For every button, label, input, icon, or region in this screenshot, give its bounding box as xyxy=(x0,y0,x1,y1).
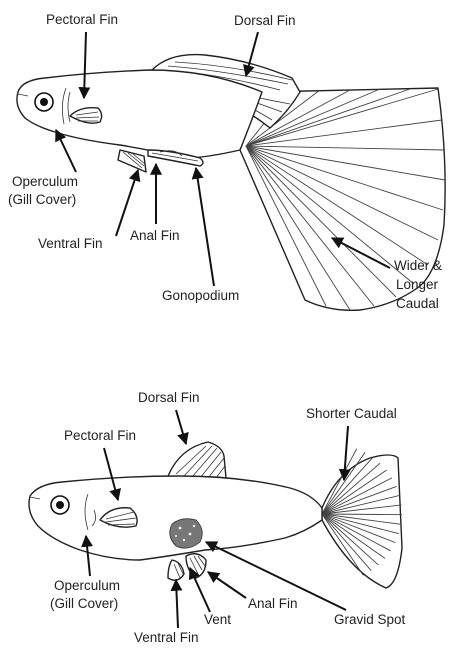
male-label-gonopodium: Gonopodium xyxy=(162,288,239,303)
female-label-gravid-spot: Gravid Spot xyxy=(334,612,406,627)
male-label-operculum: Operculum xyxy=(12,174,78,189)
female-label-dorsal-fin: Dorsal Fin xyxy=(138,390,200,405)
male-label-dorsal-fin: Dorsal Fin xyxy=(234,13,296,28)
female-arrow-dorsal-fin xyxy=(176,410,186,444)
female-label-vent: Vent xyxy=(204,612,231,627)
female-body xyxy=(29,476,322,560)
female-label-pectoral-fin: Pectoral Fin xyxy=(64,428,136,443)
male-arrow-gonopodium xyxy=(196,168,214,286)
female-eye xyxy=(51,496,69,514)
female-label-operculum-sub: (Gill Cover) xyxy=(50,596,118,611)
female-ventral-fin xyxy=(168,560,184,580)
male-guppy: Pectoral Fin Dorsal Fin Operculum (Gill … xyxy=(8,12,445,311)
female-gravid-spot xyxy=(170,519,203,549)
male-label-ventral-fin: Ventral Fin xyxy=(38,236,103,251)
female-caudal-fin xyxy=(322,449,402,588)
male-label-caudal-3: Caudal xyxy=(396,296,439,311)
female-dorsal-fin xyxy=(168,442,226,479)
female-arrow-anal-fin xyxy=(208,572,246,598)
female-arrow-ventral-fin xyxy=(176,580,178,628)
female-label-ventral-fin: Ventral Fin xyxy=(134,630,199,645)
male-label-caudal-2: Longer xyxy=(396,277,439,292)
female-anal-fin xyxy=(186,554,206,578)
male-eye xyxy=(35,93,53,111)
male-body xyxy=(17,70,262,158)
male-label-pectoral-fin: Pectoral Fin xyxy=(46,12,118,27)
male-label-operculum-sub: (Gill Cover) xyxy=(8,192,76,207)
female-label-anal-fin: Anal Fin xyxy=(248,596,298,611)
female-label-shorter-caudal: Shorter Caudal xyxy=(306,406,397,421)
male-arrow-ventral-fin xyxy=(116,170,138,236)
female-label-operculum: Operculum xyxy=(54,578,120,593)
male-ventral-fin xyxy=(118,150,146,172)
female-guppy: Dorsal Fin Shorter Caudal Pectoral Fin O… xyxy=(29,390,406,645)
male-label-caudal-1: Wider & xyxy=(394,258,442,273)
male-label-anal-fin: Anal Fin xyxy=(130,228,180,243)
